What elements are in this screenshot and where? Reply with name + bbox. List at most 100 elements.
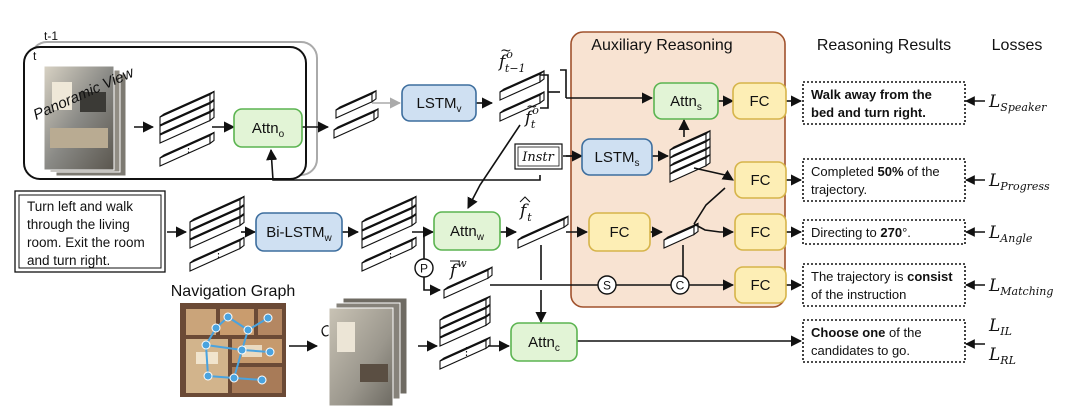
feature-bar-side	[209, 99, 215, 113]
svg-text:FC: FC	[751, 172, 771, 189]
svg-text:LSpeaker: LSpeaker	[988, 92, 1047, 114]
lstm-s-module: LSTMs	[581, 138, 653, 176]
fc-angle-module: FC	[734, 213, 787, 251]
feature-bar-side	[411, 195, 417, 209]
feature-bar-side	[371, 89, 377, 103]
feature-bar-side	[239, 195, 245, 209]
feature-bar-side	[239, 213, 245, 227]
instruction-line: Turn left and walk	[27, 199, 133, 214]
feature-bar-side	[209, 131, 215, 145]
svg-text:LRL: LRL	[988, 345, 1016, 367]
visual-lstm-output	[499, 90, 545, 122]
svg-text:LSTMs: LSTMs	[594, 149, 639, 169]
feature-bar-side	[239, 204, 245, 218]
reasoning-results-header: Reasoning Results	[817, 37, 951, 54]
speaker-lstm-outputs	[669, 129, 711, 183]
feature-bar-side	[411, 236, 417, 250]
fc-matching-module: FC	[734, 266, 787, 304]
svg-text:LProgress: LProgress	[988, 171, 1050, 193]
svg-text:fot: fot	[523, 104, 539, 131]
svg-text:Choose one of the: Choose one of the	[811, 325, 922, 340]
frame-t-1-label: t-1	[44, 29, 58, 43]
loss-angle: LAngle	[988, 223, 1033, 245]
graph-edge	[205, 344, 209, 377]
instr-input: Instr	[514, 143, 563, 170]
losses-header: Losses	[992, 37, 1043, 54]
svg-text:C: C	[676, 279, 685, 293]
navigation-graph-label: Navigation Graph	[171, 283, 296, 300]
svg-text:The trajectory is consist: The trajectory is consist	[811, 269, 953, 284]
feature-bar-side	[209, 108, 215, 122]
graph-node	[263, 313, 273, 323]
svg-text:bed and turn right.: bed and turn right.	[811, 105, 926, 120]
lstm-v-module: LSTMv	[401, 84, 477, 122]
svg-text:LMatching: LMatching	[988, 276, 1053, 298]
svg-text:FC: FC	[751, 224, 771, 241]
svg-text:Attno: Attno	[252, 120, 285, 140]
svg-text:LSTMv: LSTMv	[416, 95, 461, 115]
svg-text:Attnw: Attnw	[450, 223, 485, 243]
reasoning-result-5: Choose one of the candidates to go.	[802, 319, 966, 363]
svg-text:trajectory.: trajectory.	[811, 182, 867, 197]
svg-text:of the instruction: of the instruction	[811, 287, 906, 302]
graph-edge	[241, 349, 271, 353]
graph-node	[203, 371, 213, 381]
svg-text:S: S	[603, 279, 611, 293]
candidate-features: ⋮	[439, 295, 491, 370]
fc-progress-module: FC	[734, 161, 787, 199]
attended-visual-feature	[333, 107, 379, 139]
feature-bar-side	[487, 266, 493, 280]
concat-op: C	[670, 275, 690, 295]
feature-bar-side	[373, 107, 379, 122]
svg-text:Walk away from the: Walk away from the	[811, 87, 932, 102]
fc-aux-module: FC	[588, 212, 651, 252]
attn-w-module: Attnw	[433, 211, 501, 251]
svg-text:fw: fw	[448, 257, 467, 281]
feature-bar-face	[517, 218, 565, 249]
feature-bar-side	[539, 90, 545, 105]
feature-bar-side	[239, 236, 245, 250]
angle-progress-feature	[663, 222, 699, 249]
loss-il: LIL	[988, 316, 1012, 338]
ellipsis-dots: ⋮	[385, 248, 396, 260]
feature-bar-side	[485, 295, 491, 309]
graph-node	[237, 345, 247, 355]
connection-lines	[134, 69, 803, 352]
attn-c-module: Attnc	[510, 322, 578, 362]
frame-t-label: t	[33, 49, 37, 63]
svg-text:Attnc: Attnc	[528, 334, 560, 354]
visual-lstm-output-prev	[499, 69, 545, 101]
attended-visual-prev	[335, 89, 377, 119]
svg-text:FC: FC	[750, 93, 770, 110]
svg-text:LAngle: LAngle	[988, 223, 1033, 245]
svg-text:ft: ft	[518, 201, 532, 224]
svg-text:Bi-LSTMw: Bi-LSTMw	[266, 224, 332, 244]
graph-edge	[233, 377, 263, 381]
attn-s-module: Attns	[653, 82, 719, 120]
instruction-line: and turn right.	[27, 253, 110, 268]
graph-node	[229, 373, 239, 383]
matching-feature	[443, 266, 493, 299]
candidate-image-stack	[328, 297, 408, 407]
pooling-op: P	[414, 258, 434, 278]
ellipsis-dots: ⋮	[461, 346, 472, 358]
svg-text:candidates to go.: candidates to go.	[811, 343, 910, 358]
bi-lstm-features: ⋮	[361, 195, 417, 272]
loss-arrows	[965, 96, 985, 349]
graph-edge	[205, 344, 243, 351]
svg-text:~: ~	[500, 43, 512, 59]
ellipsis-dots: ⋮	[183, 143, 194, 155]
feature-bar-side	[485, 304, 491, 318]
loss-progress: LProgress	[988, 171, 1050, 193]
graph-node	[257, 375, 267, 385]
feature-bar-side	[485, 313, 491, 327]
shuffle-op: S	[597, 275, 617, 295]
auxiliary-reasoning-header: Auxiliary Reasoning	[591, 37, 732, 54]
graph-edge	[233, 349, 243, 379]
svg-text:FC: FC	[751, 277, 771, 294]
graph-node	[223, 312, 233, 322]
